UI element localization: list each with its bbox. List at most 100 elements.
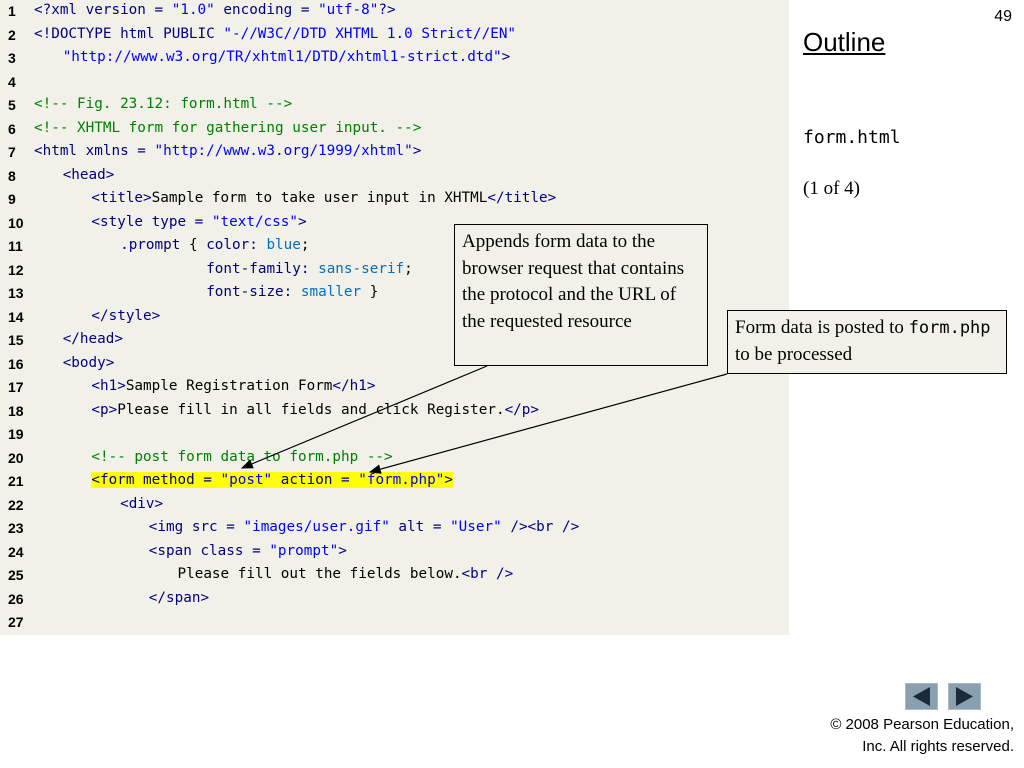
copyright-line-1: © 2008 Pearson Education, [830, 716, 1014, 733]
line-number: 14 [8, 308, 24, 325]
code-line: 19 [0, 423, 789, 447]
code-token: > [412, 143, 422, 159]
previous-slide-button[interactable] [905, 683, 938, 710]
code-token: "prompt" [269, 542, 339, 559]
next-slide-button[interactable] [948, 683, 981, 710]
code-token: "1.0" [171, 2, 215, 18]
code-text: <span class = "prompt"> [149, 543, 347, 559]
code-token: "http://www.w3.org/1999/xhtml" [154, 143, 413, 159]
code-token: "utf-8" [318, 2, 379, 18]
code-line: 8 <head> [0, 165, 789, 189]
code-token: </title> [487, 190, 557, 206]
code-text: </head> [63, 331, 123, 347]
arrow-to-form-action [368, 373, 728, 474]
code-line: 27 [0, 611, 789, 635]
line-number: 15 [8, 332, 24, 348]
copyright: © 2008 Pearson Education, Inc. All right… [830, 714, 1014, 758]
line-number: 2 [8, 26, 16, 43]
line-number: 21 [8, 473, 24, 489]
code-token: <form method = [91, 472, 221, 488]
code-token: font-family: [206, 260, 310, 277]
code-line: 24 <span class = "prompt"> [0, 541, 789, 565]
code-token: font-size: [206, 284, 293, 300]
code-token: Sample Registration Form [125, 378, 333, 394]
code-token: ?> [378, 2, 396, 18]
highlighted-code-text: <form method = "post" action = "form.php… [91, 472, 453, 488]
code-token: smaller [292, 284, 362, 300]
code-token: "form.php" [358, 472, 445, 488]
code-text: <img src = "images/user.gif" alt = "User… [149, 519, 579, 535]
code-token: <head> [62, 166, 115, 183]
code-line: 15 </head> [0, 329, 789, 353]
code-token: <?xml version = [34, 2, 172, 18]
code-text: <html xmlns = "http://www.w3.org/1999/xh… [34, 143, 421, 159]
line-number: 24 [8, 543, 24, 560]
code-line: 10<style type = "text/css"> [0, 212, 789, 236]
code-token: <h1> [91, 378, 126, 394]
code-line: 2 <!DOCTYPE html PUBLIC "-//W3C//DTD XHTM… [0, 24, 789, 48]
code-line: 17<h1>Sample Registration Form</h1> [0, 376, 789, 400]
code-token: <html xmlns = [34, 143, 155, 159]
line-number: 8 [8, 167, 16, 184]
code-token: alt = [389, 519, 451, 535]
code-line: 20<!-- post form data to form.php --> [0, 447, 789, 471]
code-token: <!DOCTYPE html PUBLIC [34, 25, 224, 42]
code-token: action = [272, 472, 359, 488]
code-token: > [338, 542, 347, 559]
file-label: form.html [803, 127, 901, 148]
code-text: <?xml version = "1.0" encoding = "utf-8"… [34, 2, 396, 18]
code-text: font-family: sans-serif; [206, 261, 413, 277]
line-number: 12 [8, 261, 24, 278]
code-token: <span class = [148, 542, 270, 559]
code-line: 16<body> [0, 353, 789, 377]
code-token: "User" [450, 519, 502, 535]
code-line: 23<img src = "images/user.gif" alt = "Us… [0, 517, 789, 541]
page-number: 49 [994, 8, 1012, 25]
code-token: { [180, 237, 207, 253]
code-token: color: [206, 237, 258, 253]
code-text: </style> [91, 308, 160, 324]
code-token: Sample form to take user input in XHTML [151, 190, 488, 206]
code-token: </style> [91, 307, 161, 324]
code-token: > [444, 472, 453, 488]
outline-heading[interactable]: Outline [803, 27, 886, 57]
code-token: "http://www.w3.org/TR/xhtml1/DTD/xhtml1-… [62, 49, 502, 65]
callout-post-code: form.php [908, 318, 991, 338]
code-line: 21 <form method = "post" action = "form.p… [0, 470, 789, 494]
line-number: 11 [8, 238, 23, 254]
code-token: "-//W3C//DTD XHTML 1.0 Strict//EN" [223, 25, 517, 42]
code-line: 22<div> [0, 494, 789, 518]
code-token: .prompt [120, 237, 181, 253]
triangle-right-icon [956, 687, 973, 706]
code-line: 1 <?xml version = "1.0" encoding = "utf-8… [0, 0, 789, 24]
line-number: 5 [8, 97, 16, 113]
code-text: <!-- Fig. 23.12: form.html --> [34, 96, 292, 112]
callout-post-before: Form data is posted to [735, 317, 909, 338]
line-number: 1 [8, 3, 16, 19]
callout-append-form-data: Appends form data to the browser request… [454, 224, 708, 366]
code-text: <p>Please fill in all fields and click R… [91, 402, 539, 418]
code-token: <br /> [461, 566, 514, 582]
line-number: 3 [8, 50, 16, 66]
code-token: Please fill out the fields below. [177, 566, 462, 582]
code-token: > [501, 49, 511, 65]
code-token: blue [257, 237, 301, 253]
code-line: 11.prompt { color: blue; [0, 235, 789, 259]
code-text: <head> [63, 167, 115, 183]
line-number: 6 [8, 120, 16, 137]
code-token: <title> [91, 190, 152, 206]
code-token: </head> [62, 331, 123, 347]
code-line: 18<p>Please fill in all fields and click… [0, 400, 789, 424]
line-number: 13 [8, 285, 24, 301]
code-token: </span> [148, 589, 210, 606]
copyright-line-2: Inc. All rights reserved. [862, 738, 1014, 755]
code-token: "post" [220, 472, 273, 488]
code-text: <!DOCTYPE html PUBLIC "-//W3C//DTD XHTML… [34, 26, 516, 42]
part-label: (1 of 4) [803, 178, 860, 199]
code-text: <div> [120, 496, 163, 512]
line-number: 17 [8, 379, 24, 395]
triangle-left-icon [913, 687, 930, 706]
code-token: sans-serif [309, 260, 405, 277]
code-token: > [297, 213, 307, 230]
code-text: Please fill out the fields below.<br /> [178, 566, 514, 582]
